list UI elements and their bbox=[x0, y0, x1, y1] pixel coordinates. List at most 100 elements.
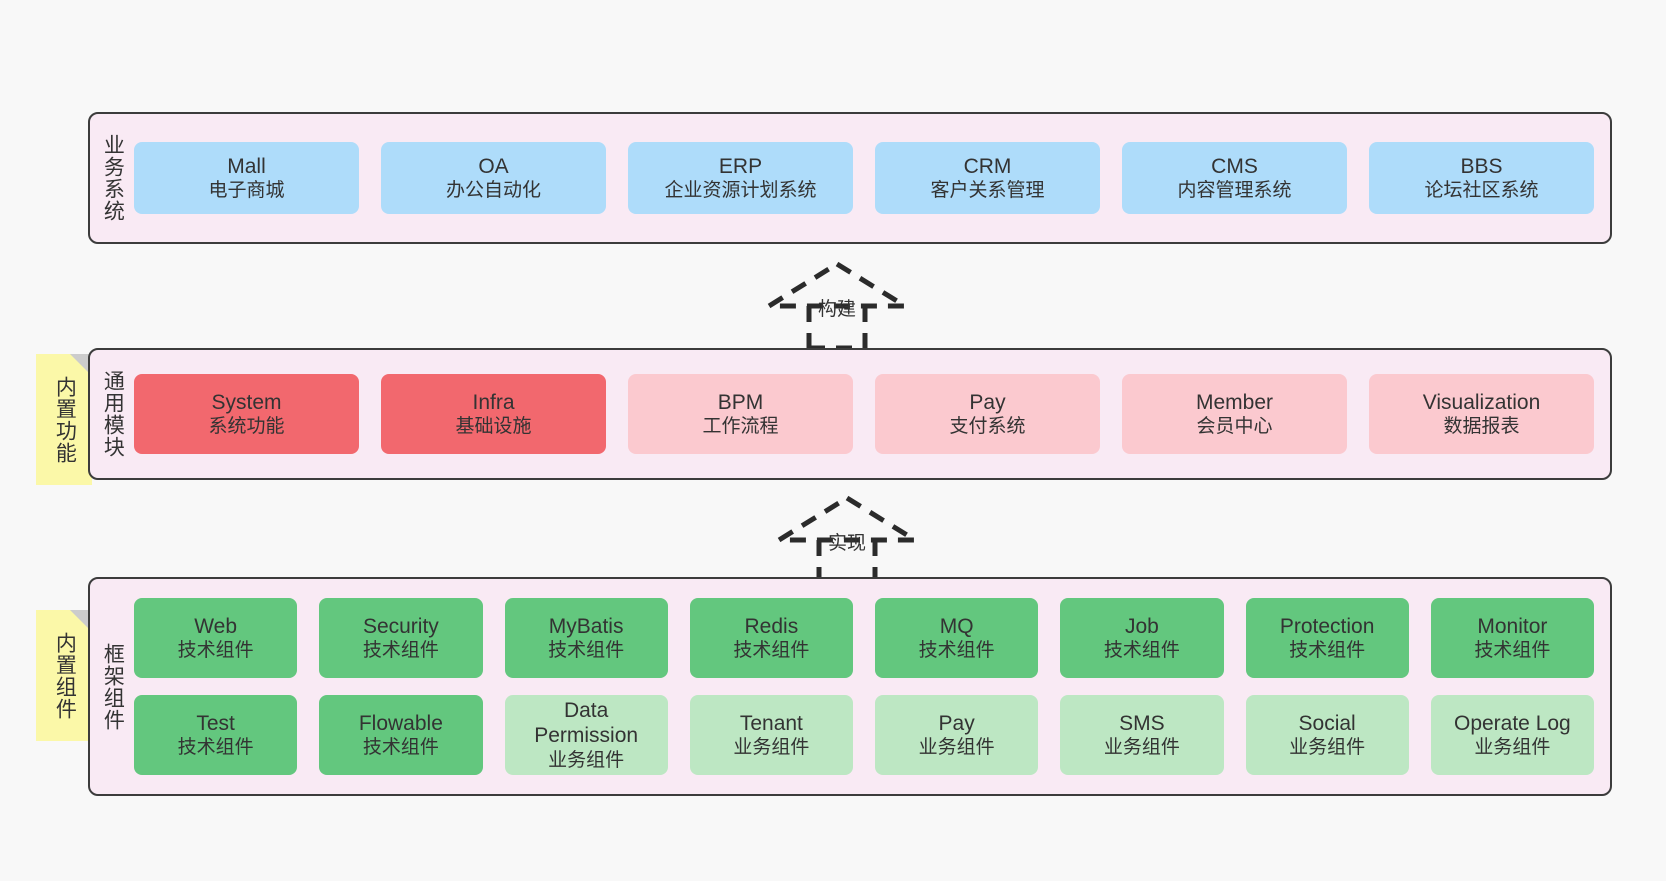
component-card-visualization[interactable]: Visualization 数据报表 bbox=[1369, 374, 1594, 454]
component-card-sms[interactable]: SMS 业务组件 bbox=[1060, 695, 1224, 775]
component-name: OA bbox=[478, 154, 509, 178]
component-name: Data Permission bbox=[534, 698, 639, 748]
component-name: Visualization bbox=[1422, 390, 1541, 414]
component-card-oa[interactable]: OA 办公自动化 bbox=[381, 142, 606, 214]
component-row: Mall 电子商城 OA 办公自动化 ERP 企业资源计划系统 CRM 客户关系… bbox=[134, 142, 1594, 214]
component-desc: 业务组件 bbox=[1289, 737, 1366, 759]
component-card-member[interactable]: Member 会员中心 bbox=[1122, 374, 1347, 454]
component-desc: 内容管理系统 bbox=[1177, 180, 1292, 202]
component-name: Security bbox=[362, 614, 439, 638]
component-card-pay[interactable]: Pay 业务组件 bbox=[875, 695, 1039, 775]
layer-body-common-module: System 系统功能 Infra 基础设施 BPM 工作流程 Pay 支付系统… bbox=[134, 350, 1610, 478]
component-name: Monitor bbox=[1477, 614, 1548, 638]
component-desc: 业务组件 bbox=[1103, 737, 1180, 759]
component-desc: 业务组件 bbox=[918, 737, 995, 759]
component-desc: 企业资源计划系统 bbox=[664, 180, 817, 202]
component-card-protection[interactable]: Protection 技术组件 bbox=[1245, 598, 1409, 678]
component-desc: 数据报表 bbox=[1443, 416, 1520, 438]
component-name: ERP bbox=[718, 154, 763, 178]
component-name: SMS bbox=[1119, 711, 1165, 735]
component-card-mq[interactable]: MQ 技术组件 bbox=[875, 598, 1039, 678]
component-desc: 技术组件 bbox=[1289, 640, 1366, 662]
connector-realize: 实现 bbox=[772, 492, 922, 584]
component-row: System 系统功能 Infra 基础设施 BPM 工作流程 Pay 支付系统… bbox=[134, 374, 1594, 454]
component-desc: 技术组件 bbox=[362, 737, 439, 759]
sticky-note-builtin-function: 内置功能 bbox=[36, 354, 92, 485]
component-card-redis[interactable]: Redis 技术组件 bbox=[689, 598, 853, 678]
note-fold-corner-icon bbox=[70, 354, 92, 376]
component-card-operate-log[interactable]: Operate Log 业务组件 bbox=[1430, 695, 1594, 775]
component-name: CMS bbox=[1211, 154, 1258, 178]
layer-common-module: 通用模块 System 系统功能 Infra 基础设施 BPM 工作流程 Pay… bbox=[88, 348, 1612, 480]
component-card-mall[interactable]: Mall 电子商城 bbox=[134, 142, 359, 214]
component-desc: 技术组件 bbox=[733, 640, 810, 662]
component-desc: 技术组件 bbox=[918, 640, 995, 662]
component-desc: 技术组件 bbox=[177, 737, 254, 759]
note-fold-corner-icon bbox=[70, 610, 92, 632]
component-name: MQ bbox=[939, 614, 974, 638]
component-card-data-permission[interactable]: Data Permission 业务组件 bbox=[504, 695, 668, 775]
component-name: Test bbox=[196, 711, 235, 735]
connector-label-build: 构建 bbox=[817, 299, 857, 320]
component-card-bbs[interactable]: BBS 论坛社区系统 bbox=[1369, 142, 1594, 214]
component-desc: 会员中心 bbox=[1196, 416, 1273, 438]
layer-framework-component: 框架组件 Web 技术组件 Security 技术组件 MyBatis 技术组件… bbox=[88, 577, 1612, 796]
component-desc: 电子商城 bbox=[208, 180, 285, 202]
component-name: Tenant bbox=[739, 711, 803, 735]
component-name: BPM bbox=[717, 390, 764, 414]
component-card-system[interactable]: System 系统功能 bbox=[134, 374, 359, 454]
component-card-flowable[interactable]: Flowable 技术组件 bbox=[319, 695, 483, 775]
component-row: Test 技术组件 Flowable 技术组件 Data Permission … bbox=[134, 695, 1594, 775]
component-card-test[interactable]: Test 技术组件 bbox=[134, 695, 298, 775]
component-name: Operate Log bbox=[1453, 711, 1571, 735]
layer-label-business-system: 业务系统 bbox=[101, 134, 125, 222]
component-row: Web 技术组件 Security 技术组件 MyBatis 技术组件 Redi… bbox=[134, 598, 1594, 678]
component-card-cms[interactable]: CMS 内容管理系统 bbox=[1122, 142, 1347, 214]
component-card-tenant[interactable]: Tenant 业务组件 bbox=[689, 695, 853, 775]
component-name: Pay bbox=[938, 711, 975, 735]
component-desc: 业务组件 bbox=[1474, 737, 1551, 759]
layer-body-framework-component: Web 技术组件 Security 技术组件 MyBatis 技术组件 Redi… bbox=[134, 579, 1610, 794]
component-desc: 技术组件 bbox=[362, 640, 439, 662]
component-desc: 论坛社区系统 bbox=[1424, 180, 1539, 202]
component-desc: 技术组件 bbox=[1474, 640, 1551, 662]
layer-body-business-system: Mall 电子商城 OA 办公自动化 ERP 企业资源计划系统 CRM 客户关系… bbox=[134, 114, 1610, 242]
component-name: Job bbox=[1124, 614, 1159, 638]
component-name: Redis bbox=[744, 614, 799, 638]
component-card-crm[interactable]: CRM 客户关系管理 bbox=[875, 142, 1100, 214]
component-name: Pay bbox=[969, 390, 1006, 414]
component-card-monitor[interactable]: Monitor 技术组件 bbox=[1430, 598, 1594, 678]
component-name: CRM bbox=[963, 154, 1012, 178]
component-desc: 工作流程 bbox=[702, 416, 779, 438]
component-name: BBS bbox=[1460, 154, 1503, 178]
component-name: Social bbox=[1298, 711, 1356, 735]
component-card-mybatis[interactable]: MyBatis 技术组件 bbox=[504, 598, 668, 678]
connector-build: 构建 bbox=[762, 258, 912, 350]
component-card-web[interactable]: Web 技术组件 bbox=[134, 598, 298, 678]
component-desc: 技术组件 bbox=[1103, 640, 1180, 662]
component-name: System bbox=[211, 390, 282, 414]
component-desc: 技术组件 bbox=[177, 640, 254, 662]
component-card-security[interactable]: Security 技术组件 bbox=[319, 598, 483, 678]
component-desc: 技术组件 bbox=[548, 640, 625, 662]
layer-label-common-module: 通用模块 bbox=[101, 370, 125, 458]
component-desc: 系统功能 bbox=[208, 416, 285, 438]
component-card-erp[interactable]: ERP 企业资源计划系统 bbox=[628, 142, 853, 214]
component-desc: 客户关系管理 bbox=[930, 180, 1045, 202]
component-name: Infra bbox=[472, 390, 515, 414]
component-name: Web bbox=[194, 614, 238, 638]
sticky-note-text: 内置功能 bbox=[53, 375, 77, 464]
component-card-infra[interactable]: Infra 基础设施 bbox=[381, 374, 606, 454]
component-card-bpm[interactable]: BPM 工作流程 bbox=[628, 374, 853, 454]
component-card-job[interactable]: Job 技术组件 bbox=[1060, 598, 1224, 678]
connector-label-realize: 实现 bbox=[827, 533, 867, 554]
component-name: Flowable bbox=[358, 711, 443, 735]
component-card-social[interactable]: Social 业务组件 bbox=[1245, 695, 1409, 775]
component-desc: 业务组件 bbox=[548, 750, 625, 772]
component-desc: 业务组件 bbox=[733, 737, 810, 759]
sticky-note-builtin-component: 内置组件 bbox=[36, 610, 92, 741]
sticky-note-text: 内置组件 bbox=[53, 631, 77, 720]
component-card-pay[interactable]: Pay 支付系统 bbox=[875, 374, 1100, 454]
component-desc: 支付系统 bbox=[949, 416, 1026, 438]
component-name: Mall bbox=[227, 154, 266, 178]
